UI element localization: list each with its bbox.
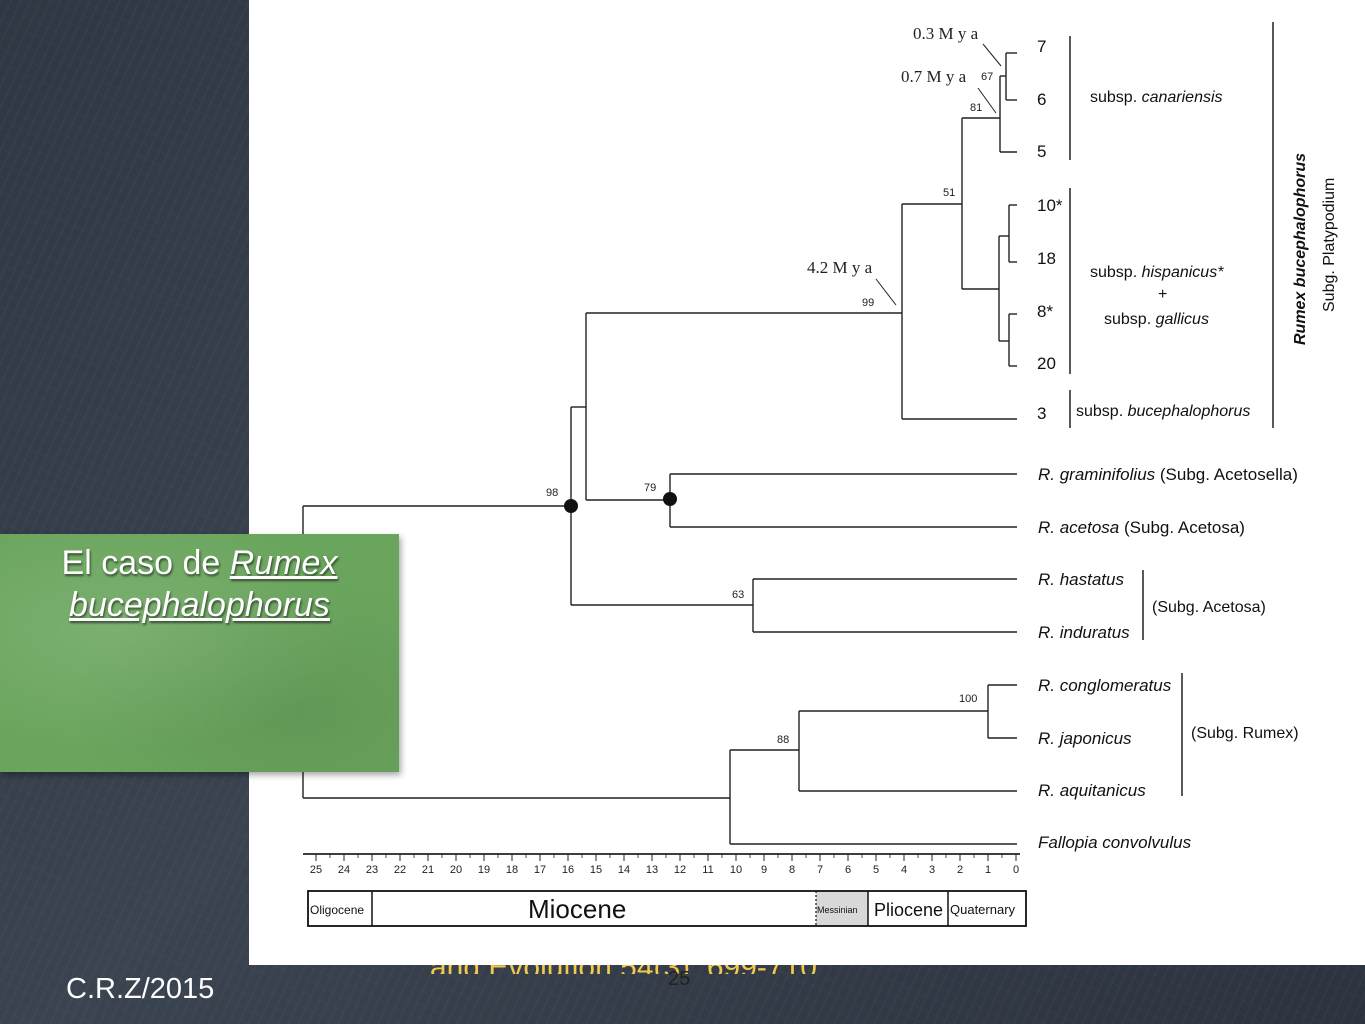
axis-tick-label: 16 bbox=[562, 864, 574, 876]
support-value: 63 bbox=[732, 589, 744, 601]
tree-branches bbox=[302, 52, 1017, 845]
callout-species-link-2[interactable]: bucephalophorus bbox=[69, 586, 330, 624]
date-annotation: 0.3 M y a bbox=[913, 24, 979, 43]
epoch-frame bbox=[307, 890, 1027, 927]
date-pointer bbox=[977, 87, 997, 114]
page-number: 25 bbox=[668, 968, 691, 990]
group-label: + bbox=[1158, 286, 1167, 303]
axis-tick-label: 19 bbox=[478, 864, 490, 876]
epoch-label: Quaternary bbox=[950, 902, 1016, 917]
axis-tick-label: 22 bbox=[394, 864, 406, 876]
axis-tick-label: 21 bbox=[422, 864, 434, 876]
epoch-label: Oligocene bbox=[310, 903, 364, 917]
axis-tick-label: 0 bbox=[1013, 864, 1019, 876]
support-value: 81 bbox=[970, 102, 982, 114]
callout-species-link-1[interactable]: Rumex bbox=[229, 544, 338, 582]
epoch-bar: Oligocene Miocene Messinian Pliocene Qua… bbox=[307, 890, 1027, 927]
axis-tick-label: 20 bbox=[450, 864, 462, 876]
group-label: (Subg. Rumex) bbox=[1191, 725, 1299, 742]
axis-tick-label: 24 bbox=[338, 864, 350, 876]
axis-tick-label: 1 bbox=[985, 864, 991, 876]
date-pointer bbox=[875, 278, 897, 306]
callout-prefix: El caso de bbox=[61, 544, 230, 582]
axis-tick-label: 17 bbox=[534, 864, 546, 876]
axis-tick-label: 12 bbox=[674, 864, 686, 876]
species-title: Rumex bucephalophorus bbox=[1292, 153, 1309, 345]
leaf-label: R. hastatus bbox=[1038, 570, 1124, 589]
leaf-label: 6 bbox=[1037, 90, 1046, 109]
leaf-label: 20 bbox=[1037, 354, 1056, 373]
leaf-label: Fallopia convolvulus bbox=[1038, 833, 1192, 852]
leaf-label: R. graminifolius (Subg. Acetosella) bbox=[1038, 465, 1298, 484]
axis-tick-label: 9 bbox=[761, 864, 767, 876]
messinian-fill bbox=[816, 891, 868, 926]
axis-tick-label: 6 bbox=[845, 864, 851, 876]
phylogenetic-tree-figure: 67 81 51 99 98 79 63 100 88 0.3 M y a 0.… bbox=[249, 0, 1365, 965]
leaf-label: 5 bbox=[1037, 142, 1046, 161]
axis-tick-label: 13 bbox=[646, 864, 658, 876]
date-annotation: 0.7 M y a bbox=[901, 67, 967, 86]
group-label: subsp. gallicus bbox=[1104, 311, 1209, 328]
axis-tick-label: 11 bbox=[702, 864, 713, 876]
support-value: 51 bbox=[943, 187, 955, 199]
leaf-label: 3 bbox=[1037, 404, 1046, 423]
axis-tick-label: 10 bbox=[730, 864, 742, 876]
support-value: 88 bbox=[777, 734, 789, 746]
phylogeny-svg: 67 81 51 99 98 79 63 100 88 0.3 M y a 0.… bbox=[302, 22, 1338, 927]
support-value: 67 bbox=[981, 71, 993, 83]
support-value: 99 bbox=[862, 297, 874, 309]
leaf-label: R. conglomeratus bbox=[1038, 676, 1172, 695]
leaf-label: 8* bbox=[1037, 302, 1053, 321]
axis-tick-label: 2 bbox=[957, 864, 963, 876]
leaf-label: R. acetosa (Subg. Acetosa) bbox=[1038, 518, 1245, 537]
leaf-label: R. aquitanicus bbox=[1038, 781, 1146, 800]
axis-tick-label: 18 bbox=[506, 864, 518, 876]
calibration-dot bbox=[564, 499, 578, 513]
axis-tick-label: 5 bbox=[873, 864, 879, 876]
title-callout-box: El caso de Rumex bucephalophorus bbox=[0, 534, 399, 772]
epoch-label: Messinian bbox=[817, 905, 858, 915]
group-label: subsp. canariensis bbox=[1090, 89, 1223, 106]
group-label: (Subg. Acetosa) bbox=[1152, 599, 1266, 616]
leaf-label: 18 bbox=[1037, 249, 1056, 268]
calibration-dot bbox=[663, 492, 677, 506]
epoch-label: Miocene bbox=[528, 894, 626, 924]
axis-tick-label: 7 bbox=[817, 864, 823, 876]
leaf-label: 10* bbox=[1037, 196, 1063, 215]
group-label: subsp. hispanicus* bbox=[1090, 264, 1224, 281]
axis-tick-label: 8 bbox=[789, 864, 795, 876]
support-value: 98 bbox=[546, 487, 558, 499]
axis-tick-label: 23 bbox=[366, 864, 378, 876]
axis-tick-label: 25 bbox=[310, 864, 322, 876]
subgenus-title: Subg. Platypodium bbox=[1321, 178, 1338, 312]
axis-tick-label: 14 bbox=[618, 864, 630, 876]
leaf-label: R. induratus bbox=[1038, 623, 1130, 642]
date-pointer bbox=[982, 43, 1002, 67]
axis-tick-label: 3 bbox=[929, 864, 935, 876]
axis-tick-label: 15 bbox=[590, 864, 602, 876]
leaf-label: R. japonicus bbox=[1038, 729, 1132, 748]
epoch-label: Pliocene bbox=[874, 900, 943, 920]
callout-title: El caso de Rumex bucephalophorus bbox=[0, 542, 399, 626]
date-annotation: 4.2 M y a bbox=[807, 258, 873, 277]
support-value: 100 bbox=[959, 693, 977, 705]
support-value: 79 bbox=[644, 482, 656, 494]
leaf-label: 7 bbox=[1037, 37, 1046, 56]
group-label: subsp. bucephalophorus bbox=[1076, 403, 1250, 420]
author-credit: C.R.Z/2015 bbox=[66, 973, 215, 1005]
axis-tick-label: 4 bbox=[901, 864, 907, 876]
